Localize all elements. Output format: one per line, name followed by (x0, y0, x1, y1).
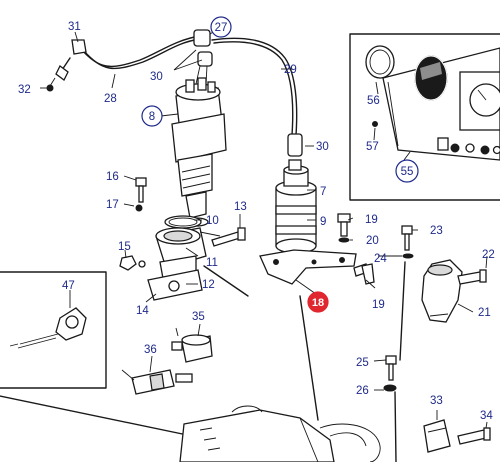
callout-15: 15 (118, 241, 131, 253)
sensor-33 (423, 419, 451, 453)
callout-26: 26 (356, 385, 369, 397)
callout-30-coil: 30 (316, 141, 329, 153)
callout-16: 16 (106, 171, 119, 183)
distributor-housing (147, 227, 221, 301)
lead-wire-2 (299, 295, 319, 421)
callout-55: 55 (401, 166, 414, 178)
callout-23: 23 (430, 225, 443, 237)
callout-27: 27 (215, 22, 228, 34)
callout-25: 25 (356, 357, 369, 369)
washer-24 (402, 253, 414, 259)
callout-20: 20 (366, 235, 379, 247)
callout-29: 29 (284, 64, 297, 76)
callout-32: 32 (18, 84, 31, 96)
coil-bracket (259, 249, 357, 285)
callout-14: 14 (136, 305, 149, 317)
cable-lug-inset (0, 271, 107, 389)
instrument-panel-inset (349, 33, 500, 201)
bolt-19-bottom (353, 263, 375, 285)
bolt-19-top (337, 213, 351, 237)
callout-18: 18 (312, 297, 324, 309)
leader-lines (40, 26, 488, 429)
sender-35 (171, 327, 213, 363)
washer-26 (383, 384, 397, 392)
washer-20 (338, 237, 350, 243)
engine-block (0, 395, 381, 462)
callout-19-top: 19 (365, 214, 378, 226)
callout-36: 36 (144, 344, 157, 356)
spark-plug-connector (46, 39, 87, 92)
bolt-13 (211, 227, 246, 247)
callout-17: 17 (106, 199, 119, 211)
callout-21: 21 (478, 307, 491, 319)
callout-31: 31 (68, 21, 81, 33)
callout-8: 8 (149, 111, 155, 123)
sender-36 (121, 369, 193, 395)
highlight-marker (307, 291, 329, 313)
callout-9: 9 (320, 216, 326, 228)
lead-wire (203, 265, 249, 297)
ignition-coil (275, 159, 317, 254)
callout-33: 33 (430, 395, 443, 407)
callout-34: 34 (480, 410, 493, 422)
callout-30-top: 30 (150, 71, 163, 83)
callout-22: 22 (482, 249, 495, 261)
callout-7: 7 (320, 186, 326, 198)
circled-callouts: 27 8 55 18 (141, 16, 419, 313)
callout-57: 57 (366, 141, 379, 153)
callout-56: 56 (367, 95, 380, 107)
callout-47: 47 (62, 280, 75, 292)
callout-13: 13 (234, 201, 247, 213)
bolt-16 (135, 177, 147, 203)
callout-labels: 31 32 28 30 29 30 7 9 10 11 12 13 14 15 … (18, 21, 495, 422)
boots (193, 29, 303, 157)
coil-clamp (421, 259, 463, 323)
nut-15 (119, 255, 146, 271)
distributor (171, 65, 227, 227)
screw-34 (457, 427, 491, 445)
callout-12: 12 (202, 279, 215, 291)
bolt-25 (385, 355, 397, 381)
washer-17 (135, 204, 143, 212)
callout-19-bottom: 19 (372, 299, 385, 311)
lead-wire-3 (394, 261, 406, 462)
callout-24: 24 (374, 253, 387, 265)
callout-35: 35 (192, 311, 205, 323)
callout-10: 10 (206, 215, 219, 227)
screw-22 (457, 269, 487, 285)
bolt-23 (401, 225, 413, 251)
callout-11: 11 (206, 257, 218, 269)
callout-28: 28 (104, 93, 117, 105)
